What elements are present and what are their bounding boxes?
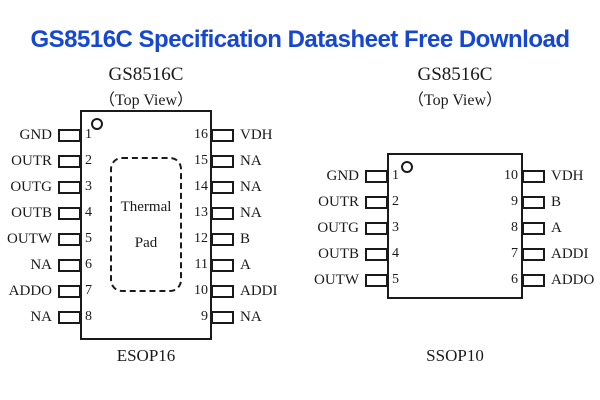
pin-label: NA: [30, 309, 52, 325]
pin-number: 5: [85, 231, 92, 246]
pin-pad: [58, 233, 81, 246]
pin-label: B: [551, 194, 562, 210]
pin-pad: [522, 196, 545, 209]
pin-pad: [211, 259, 234, 272]
pin-pad: [58, 311, 81, 324]
pin-number: 9: [201, 309, 208, 324]
pin-label: VDH: [551, 168, 584, 184]
pin-number: 7: [85, 283, 92, 298]
pin-label: ADDO: [8, 283, 52, 299]
pin-number: 4: [392, 246, 399, 261]
pin-pad: [211, 285, 234, 298]
pin-label: OUTR: [318, 194, 359, 210]
pin-label: OUTW: [314, 272, 359, 288]
chip1-pin1-indicator-icon: [91, 118, 103, 130]
pin-pad: [58, 285, 81, 298]
pin-number: 6: [511, 272, 518, 287]
pin-pad: [58, 181, 81, 194]
pin-number: 15: [194, 153, 208, 168]
pin-pad: [365, 170, 388, 183]
pin-pad: [211, 155, 234, 168]
pin-label: B: [240, 231, 251, 247]
pin-pad: [58, 207, 81, 220]
thermal-pad-label-line1: Thermal: [120, 199, 172, 215]
pin-label: NA: [30, 257, 52, 273]
pin-label: ADDI: [551, 246, 589, 262]
pin-pad: [211, 129, 234, 142]
pin-label: A: [240, 257, 251, 273]
pin-pad: [522, 170, 545, 183]
pin-label: VDH: [240, 127, 273, 143]
chip1-topview-label: （Top View）: [98, 92, 194, 109]
pin-label: OUTG: [317, 220, 359, 236]
pin-pad: [211, 181, 234, 194]
pin-number: 13: [194, 205, 208, 220]
chip1-name: GS8516C: [108, 64, 184, 85]
pin-number: 14: [194, 179, 208, 194]
thermal-pad-label-line2: Pad: [134, 235, 158, 251]
chip1-thermal-pad-outline: [110, 157, 182, 292]
pin-pad: [522, 248, 545, 261]
pin-pad: [365, 274, 388, 287]
chip1-package-outline: [80, 110, 212, 340]
pin-number: 7: [511, 246, 518, 261]
pin-label: ADDO: [551, 272, 595, 288]
pin-number: 11: [194, 257, 208, 272]
pin-label: OUTB: [11, 205, 52, 221]
chip2-name: GS8516C: [417, 64, 493, 85]
pin-label: NA: [240, 179, 262, 195]
pin-label: OUTW: [7, 231, 52, 247]
chip2-pin1-indicator-icon: [401, 161, 413, 173]
chip2-topview-label: （Top View）: [407, 92, 503, 109]
pin-pad: [365, 248, 388, 261]
pin-pad: [522, 274, 545, 287]
pin-number: 8: [85, 309, 92, 324]
chip2-package-name: SSOP10: [426, 346, 484, 365]
pin-label: OUTR: [11, 153, 52, 169]
pin-number: 5: [392, 272, 399, 287]
pin-label: NA: [240, 205, 262, 221]
pin-number: 3: [392, 220, 399, 235]
pin-number: 10: [194, 283, 208, 298]
pin-number: 9: [511, 194, 518, 209]
pin-number: 12: [194, 231, 208, 246]
pin-number: 1: [392, 168, 399, 183]
pin-number: 10: [504, 168, 518, 183]
pin-number: 1: [85, 127, 92, 142]
pin-pad: [522, 222, 545, 235]
pin-label: OUTG: [10, 179, 52, 195]
pin-pad: [58, 259, 81, 272]
pin-number: 2: [392, 194, 399, 209]
pin-label: NA: [240, 153, 262, 169]
pin-pad: [211, 207, 234, 220]
pin-number: 4: [85, 205, 92, 220]
pin-number: 2: [85, 153, 92, 168]
pin-label: ADDI: [240, 283, 278, 299]
pin-pad: [58, 155, 81, 168]
chip2-package-outline: [387, 153, 523, 299]
pin-label: GND: [19, 127, 53, 143]
pin-pad: [58, 129, 81, 142]
pin-label: GND: [326, 168, 360, 184]
pin-number: 6: [85, 257, 92, 272]
pin-pad: [211, 311, 234, 324]
pin-label: OUTB: [318, 246, 359, 262]
pin-number: 8: [511, 220, 518, 235]
pin-label: A: [551, 220, 562, 236]
pin-pad: [365, 222, 388, 235]
pin-pad: [211, 233, 234, 246]
pin-label: NA: [240, 309, 262, 325]
pin-pad: [365, 196, 388, 209]
pin-number: 16: [194, 127, 208, 142]
chip1-package-name: ESOP16: [116, 346, 176, 365]
pin-number: 3: [85, 179, 92, 194]
page-title: GS8516C Specification Datasheet Free Dow…: [30, 26, 570, 53]
